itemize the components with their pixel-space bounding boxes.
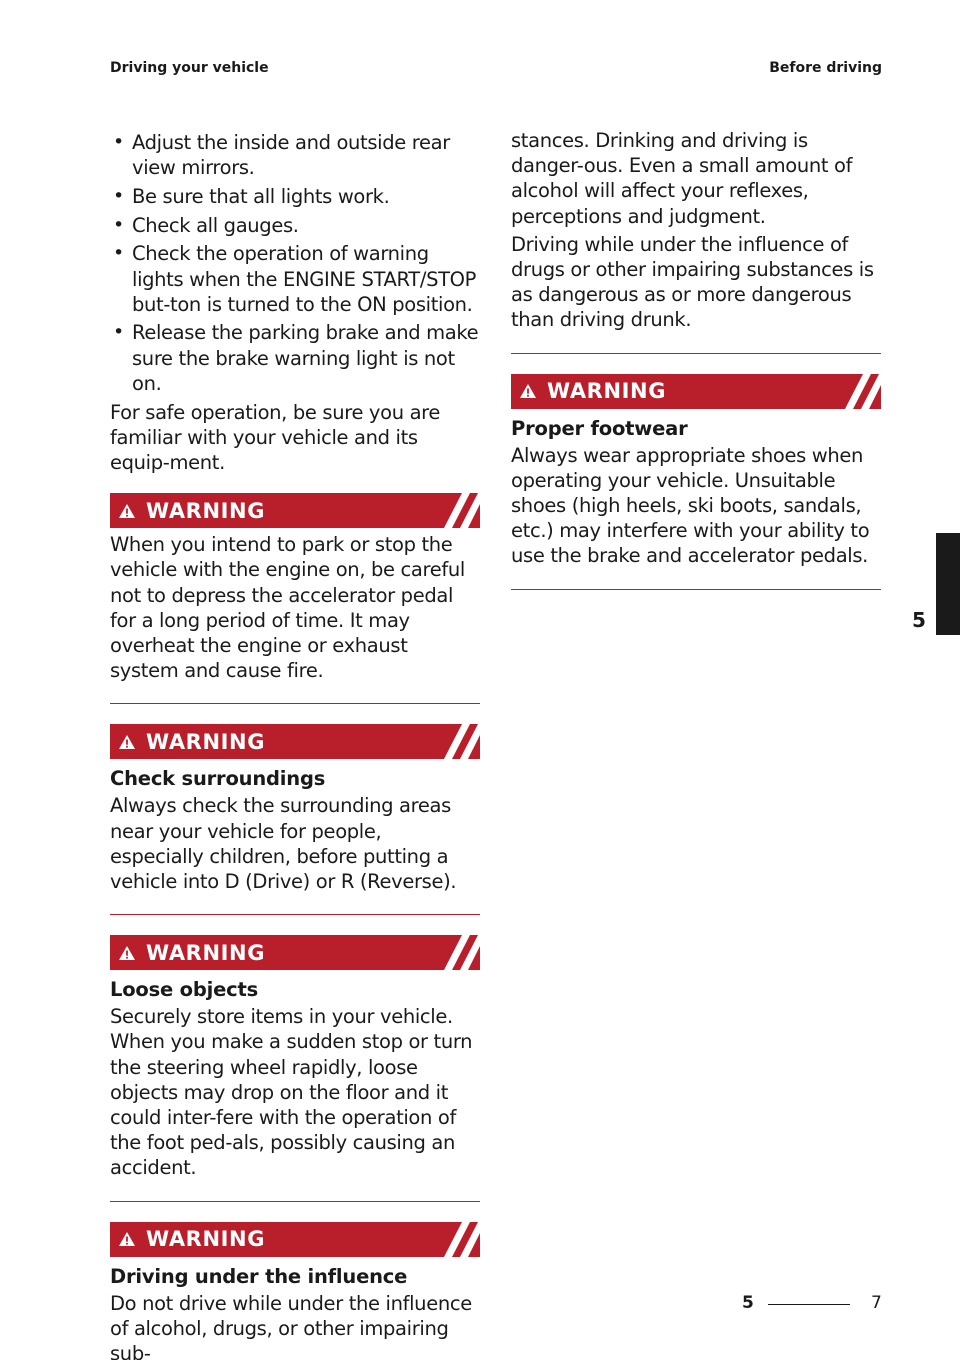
warning-subheading: Check surroundings xyxy=(110,767,326,791)
warning-banner: WARNING xyxy=(110,935,480,971)
diagonal-stripes-icon xyxy=(845,373,881,409)
warning-body: Always check the surrounding areas near … xyxy=(110,794,457,893)
warning-triangle-icon xyxy=(119,1232,135,1247)
warning-title: WARNING xyxy=(146,498,266,523)
warning-title: WARNING xyxy=(547,379,667,404)
warning-triangle-icon xyxy=(119,503,135,518)
diagonal-stripes-icon xyxy=(444,493,480,529)
warning-subheading: Proper footwear xyxy=(511,416,688,440)
running-header-chapter: Driving your vehicle xyxy=(110,60,269,76)
continued-paragraph: stances. Drinking and driving is danger-… xyxy=(511,129,853,228)
diagonal-stripes-icon xyxy=(444,1221,480,1257)
footer-page-number: 7 xyxy=(871,1293,882,1313)
checklist-item: Be sure that all lights work. xyxy=(110,184,480,209)
footer-section-number: 5 xyxy=(742,1293,754,1313)
left-column: Adjust the inside and outside rear view … xyxy=(110,130,480,1360)
warning-subheading: Loose objects xyxy=(110,978,258,1002)
warning-divider xyxy=(110,703,480,705)
diagonal-stripes-icon xyxy=(444,724,480,760)
chapter-thumb-tab xyxy=(936,533,960,635)
warning-triangle-icon xyxy=(119,945,135,960)
right-column: stances. Drinking and driving is danger-… xyxy=(511,128,881,610)
warning-banner: WARNING xyxy=(110,1221,480,1257)
warning-block-park: WARNING When you intend to park or stop … xyxy=(110,493,480,705)
warning-body: When you intend to park or stop the vehi… xyxy=(110,533,465,683)
warning-block-check-surroundings: WARNING Check surroundings Always check … xyxy=(110,724,480,916)
warning-title: WARNING xyxy=(146,729,266,754)
warning-title: WARNING xyxy=(146,1227,266,1252)
warning-triangle-icon xyxy=(520,384,536,399)
checklist-item: Release the parking brake and make sure … xyxy=(110,320,480,396)
warning-banner: WARNING xyxy=(110,724,480,760)
warning-block-proper-footwear: WARNING Proper footwear Always wear appr… xyxy=(511,373,881,590)
running-header-section: Before driving xyxy=(769,60,882,76)
warning-banner: WARNING xyxy=(511,373,881,409)
chapter-tab-number: 5 xyxy=(912,608,926,632)
warning-subheading: Driving under the influence xyxy=(110,1264,408,1288)
warning-body: Securely store items in your vehicle. Wh… xyxy=(110,1005,473,1180)
warning-title: WARNING xyxy=(146,940,266,965)
warning-divider xyxy=(110,1200,480,1202)
warning-body: Always wear appropriate shoes when opera… xyxy=(511,443,870,568)
continued-paragraph: Driving while under the influence of dru… xyxy=(511,232,874,332)
warning-block-driving-under-influence: WARNING Driving under the influence Do n… xyxy=(110,1221,480,1360)
checklist-item: Adjust the inside and outside rear view … xyxy=(110,130,480,180)
intro-paragraph: For safe operation, be sure you are fami… xyxy=(110,400,441,474)
warning-banner: WARNING xyxy=(110,493,480,529)
checklist-item: Check all gauges. xyxy=(110,213,480,238)
warning-triangle-icon xyxy=(119,734,135,749)
checklist: Adjust the inside and outside rear view … xyxy=(110,130,480,396)
footer-divider xyxy=(768,1304,850,1305)
warning-block-loose-objects: WARNING Loose objects Securely store ite… xyxy=(110,935,480,1202)
warning-divider xyxy=(511,352,881,354)
warning-divider xyxy=(511,588,881,590)
warning-body: Do not drive while under the influence o… xyxy=(110,1291,472,1360)
diagonal-stripes-icon xyxy=(444,935,480,971)
checklist-item: Check the operation of warning lights wh… xyxy=(110,241,480,317)
warning-divider xyxy=(110,914,480,916)
